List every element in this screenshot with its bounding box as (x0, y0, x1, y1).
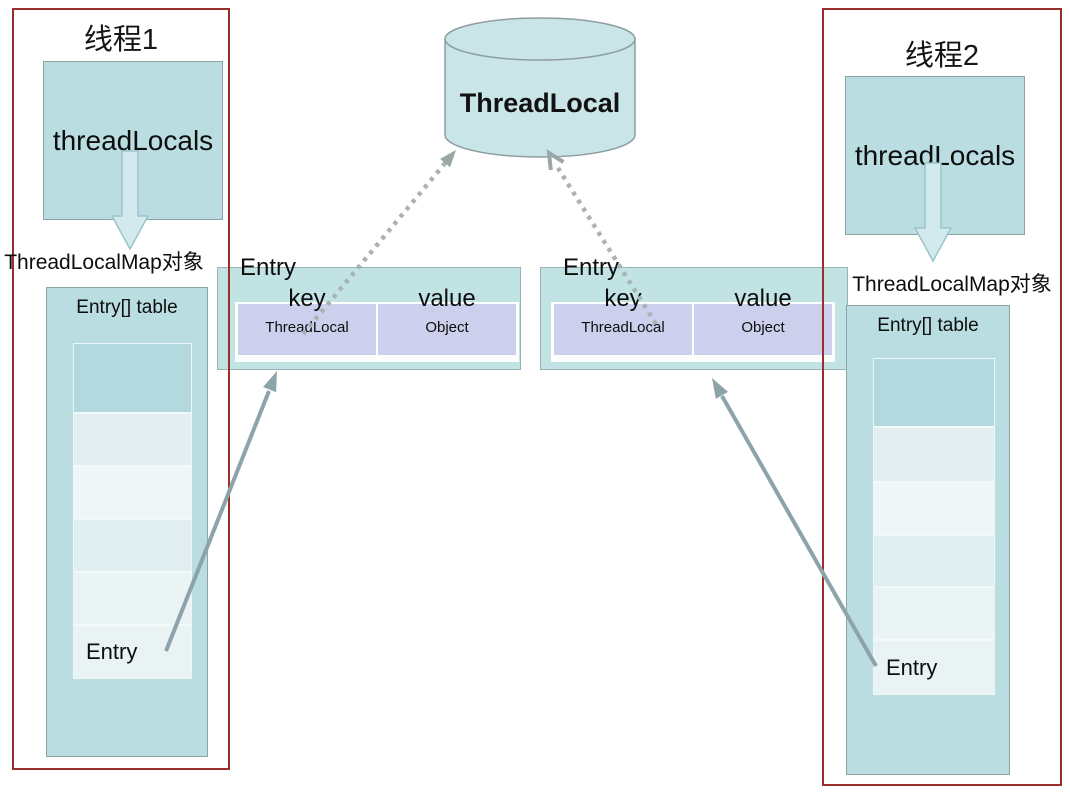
thread1-entry-cell-label: Entry (86, 639, 138, 664)
value-type: Object (741, 319, 785, 336)
thread2-cell-stack: Entry (873, 358, 995, 695)
thread2-table-header: Entry[] table (877, 315, 979, 336)
key-header: key (604, 285, 642, 312)
table-cell (74, 344, 191, 414)
thread2-entry-cell-label: Entry (886, 654, 938, 680)
entry-right-key-cell: key ThreadLocal (554, 285, 692, 355)
key-type: ThreadLocal (581, 319, 665, 336)
thread2-entry-table: Entry[] table Entry (846, 305, 1010, 775)
thread1-title: 线程1 (83, 24, 159, 56)
entry-box-left: Entry key ThreadLocal value Object (217, 254, 521, 370)
entry-box-left-row: key ThreadLocal value Object (235, 285, 519, 362)
table-cell (74, 573, 191, 626)
thread2-map-label: ThreadLocalMap对象 (852, 273, 1052, 296)
table-cell (74, 414, 191, 467)
thread2-down-arrow-icon (914, 162, 952, 263)
table-cell (874, 483, 994, 536)
entry-right-value-cell: value Object (694, 285, 832, 355)
thread2-entry-cell: Entry (874, 641, 994, 694)
entry-left-value-cell: value Object (378, 285, 516, 355)
entry-box-left-title: Entry (240, 254, 297, 281)
thread1-map-label: ThreadLocalMap对象 (4, 251, 204, 274)
table-cell (874, 588, 994, 641)
value-type: Object (425, 319, 469, 336)
entry-box-right: Entry key ThreadLocal value Object (540, 254, 848, 370)
thread1-cell-stack: Entry (73, 343, 192, 679)
thread1-entry-cell: Entry (74, 626, 191, 678)
table-cell (874, 428, 994, 483)
table-cell (74, 467, 191, 520)
thread1-table-header: Entry[] table (76, 297, 178, 318)
cylinder-icon (444, 17, 636, 158)
entry-left-key-cell: key ThreadLocal (238, 285, 376, 355)
entry-box-right-row: key ThreadLocal value Object (551, 285, 835, 362)
key-type: ThreadLocal (265, 319, 349, 336)
thread2-title: 线程2 (904, 40, 980, 72)
table-cell (874, 359, 994, 428)
cylinder-label: ThreadLocal (459, 88, 621, 118)
entry-box-right-title: Entry (563, 254, 620, 281)
thread1-down-arrow-icon (111, 150, 149, 251)
key-header: key (288, 285, 326, 312)
table-cell (874, 536, 994, 588)
table-cell (74, 520, 191, 573)
value-header: value (734, 285, 792, 312)
thread1-entry-table: Entry[] table Entry (46, 287, 208, 757)
threadlocal-cylinder: ThreadLocal (443, 16, 637, 160)
value-header: value (418, 285, 476, 312)
